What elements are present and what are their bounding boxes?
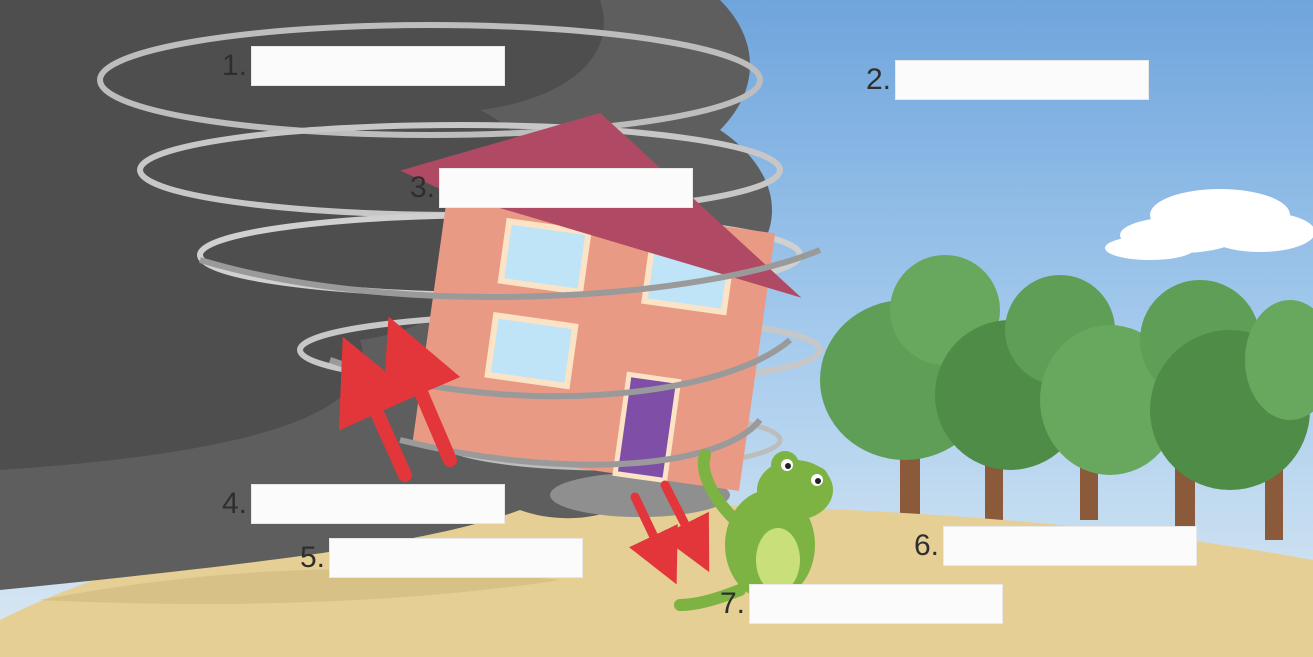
answer-box-3[interactable] <box>439 168 693 208</box>
label-3: 3. <box>410 168 693 208</box>
label-1: 1. <box>222 46 505 86</box>
label-5: 5. <box>300 538 583 578</box>
label-number: 4. <box>222 489 247 519</box>
answer-box-2[interactable] <box>895 60 1149 100</box>
label-2: 2. <box>866 60 1149 100</box>
label-number: 5. <box>300 543 325 573</box>
label-6: 6. <box>914 526 1197 566</box>
answer-box-1[interactable] <box>251 46 505 86</box>
label-number: 1. <box>222 51 247 81</box>
label-number: 3. <box>410 173 435 203</box>
label-4: 4. <box>222 484 505 524</box>
answer-box-4[interactable] <box>251 484 505 524</box>
label-number: 6. <box>914 531 939 561</box>
label-number: 2. <box>866 65 891 95</box>
label-number: 7. <box>720 589 745 619</box>
label-7: 7. <box>720 584 1003 624</box>
answer-box-6[interactable] <box>943 526 1197 566</box>
answer-box-5[interactable] <box>329 538 583 578</box>
answer-box-7[interactable] <box>749 584 1003 624</box>
